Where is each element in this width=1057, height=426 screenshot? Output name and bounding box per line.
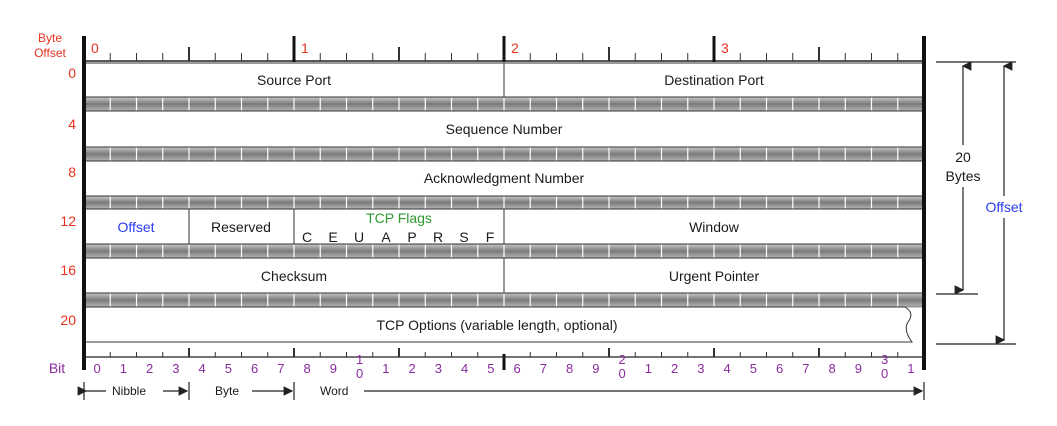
bit-number: 7 [277, 361, 284, 376]
bit-number: 3 [435, 361, 442, 376]
sequence-number-cell [83, 110, 925, 148]
urgent-pointer-cell [503, 257, 925, 294]
checksum-cell [83, 257, 505, 294]
byte-marker-0: 0 [91, 40, 99, 56]
tcp-options-label: TCP Options (variable length, optional) [377, 317, 618, 333]
bit-number: 8 [829, 361, 836, 376]
bit-number: 2 [619, 352, 626, 367]
flag-c: C [302, 229, 312, 245]
source-port-label: Source Port [257, 72, 331, 88]
bit-number: 0 [356, 366, 363, 381]
source-port-cell [83, 62, 505, 98]
flag-u: U [354, 229, 364, 245]
unit-brackets [77, 382, 925, 400]
bit-number: 1 [382, 361, 389, 376]
tcp-flags-cell [293, 208, 505, 245]
bit-number: 3 [881, 352, 888, 367]
bit-number: 1 [645, 361, 652, 376]
sequence-number-label: Sequence Number [446, 121, 563, 137]
bit-scale-label: Bit [49, 360, 65, 376]
acknowledgment-number-label: Acknowledgment Number [424, 170, 585, 186]
header-size-unit: Bytes [945, 168, 980, 184]
bit-number: 4 [461, 361, 468, 376]
bit-number: 1 [907, 361, 914, 376]
byte-offset-label-line2: Offset [34, 46, 66, 60]
header-size-value: 20 [955, 149, 971, 165]
checksum-label: Checksum [261, 268, 327, 284]
byte-offset-label-line1: Byte [38, 31, 62, 45]
bit-number: 4 [199, 361, 206, 376]
nibble-label: Nibble [112, 384, 146, 398]
tcp-flags-title: TCP Flags [366, 210, 432, 226]
byte-marker-3: 3 [721, 40, 729, 56]
bit-number: 8 [566, 361, 573, 376]
bit-number: 0 [881, 366, 888, 381]
flag-e: E [328, 229, 337, 245]
bit-number: 5 [487, 361, 494, 376]
bit-number: 1 [120, 361, 127, 376]
flag-r: R [433, 229, 443, 245]
row-offset-8: 8 [68, 164, 76, 180]
row-separators [83, 96, 925, 308]
bit-number: 1 [356, 352, 363, 367]
bit-number: 7 [540, 361, 547, 376]
tcp-options-cell [83, 306, 913, 343]
row-offset-0: 0 [68, 65, 76, 81]
offset-field-label: Offset [117, 219, 154, 235]
urgent-pointer-label: Urgent Pointer [669, 268, 760, 284]
bit-number: 5 [750, 361, 757, 376]
bit-number: 0 [94, 361, 101, 376]
reserved-label: Reserved [211, 219, 271, 235]
bit-number: 6 [251, 361, 258, 376]
bit-number: 9 [330, 361, 337, 376]
flag-f: F [486, 229, 495, 245]
header-rows [83, 62, 925, 343]
reserved-cell [188, 208, 295, 245]
offset-annotation-label: Offset [985, 199, 1022, 215]
bit-number: 2 [146, 361, 153, 376]
bit-number: 2 [409, 361, 416, 376]
row-offset-4: 4 [68, 116, 76, 132]
byte-marker-1: 1 [301, 40, 309, 56]
bit-number: 8 [304, 361, 311, 376]
bottom-ruler-ticks [109, 348, 899, 357]
window-label: Window [689, 219, 740, 235]
bit-number: 5 [225, 361, 232, 376]
tcp-flag-letters: C E U A P R S F [302, 229, 494, 245]
byte-unit-label: Byte [215, 384, 239, 398]
byte-marker-2: 2 [511, 40, 519, 56]
offset-cell [83, 208, 190, 245]
bit-number: 2 [671, 361, 678, 376]
bit-number: 3 [697, 361, 704, 376]
flag-s: S [459, 229, 468, 245]
bit-number: 9 [855, 361, 862, 376]
bit-number: 6 [776, 361, 783, 376]
destination-port-cell [503, 62, 925, 98]
frame-bars [82, 36, 926, 370]
flag-a: A [381, 229, 391, 245]
bit-number: 7 [802, 361, 809, 376]
destination-port-label: Destination Port [664, 72, 764, 88]
bit-number: 6 [514, 361, 521, 376]
bit-number: 9 [592, 361, 599, 376]
row-offset-16: 16 [60, 262, 76, 278]
row-offsets: 0 4 8 12 16 20 [60, 65, 76, 328]
flag-p: P [407, 229, 416, 245]
row-offset-12: 12 [60, 213, 76, 229]
bit-number: 3 [172, 361, 179, 376]
bit-number: 4 [724, 361, 731, 376]
word-label: Word [320, 384, 348, 398]
bit-number: 0 [619, 366, 626, 381]
row-offset-20: 20 [60, 312, 76, 328]
